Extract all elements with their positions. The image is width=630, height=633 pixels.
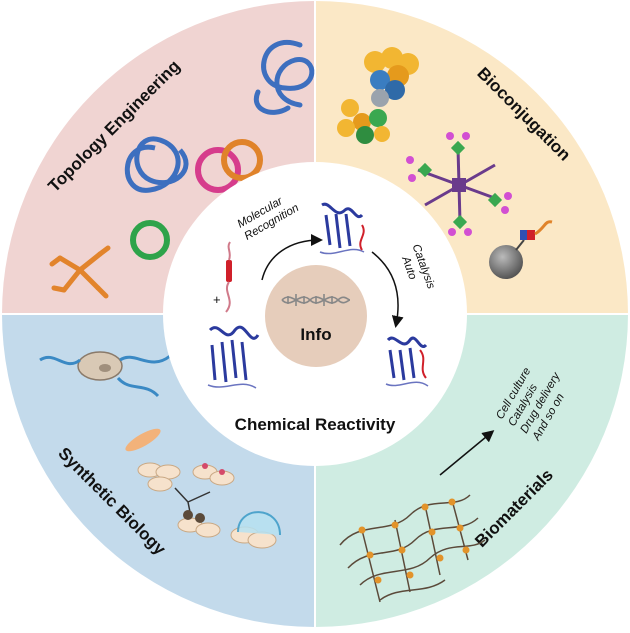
hydrogel-crosslink-dots xyxy=(358,498,470,584)
vesicle-assembly-icon xyxy=(125,428,281,549)
bioconjugation-illustrations xyxy=(337,47,553,279)
branched-conjugate-icon xyxy=(406,132,512,236)
catenane-ring-pink-icon xyxy=(195,147,241,193)
peptide-icon xyxy=(225,241,232,313)
info-label: Info xyxy=(300,325,331,344)
plus-sign: + xyxy=(213,292,221,307)
protein-left-icon xyxy=(207,325,260,389)
synthetic-biology-illustrations xyxy=(39,351,281,549)
protein-top-icon xyxy=(319,202,365,255)
autocatalysis-arrow xyxy=(371,251,404,328)
protein-product-icon xyxy=(385,336,429,387)
cell-dna-icon xyxy=(39,351,171,398)
topology-illustrations xyxy=(49,40,315,299)
nanoparticle-conjugate-icon xyxy=(489,220,553,279)
cyclic-ring-icon xyxy=(130,220,170,260)
recognition-arrow xyxy=(261,234,323,281)
chemical-reactivity-label: Chemical Reactivity xyxy=(235,415,396,434)
info-circle xyxy=(265,265,367,367)
biomaterials-illustrations: Cell culture Catalysis Drug delivery And… xyxy=(339,366,567,603)
blue-trefoil-icon xyxy=(124,136,189,193)
hydrogel-network-icon xyxy=(339,494,486,603)
star-polymer-icon xyxy=(49,245,111,299)
biomaterials-arrow xyxy=(439,430,495,476)
protein-complex-icon xyxy=(337,47,419,144)
dna-helix-icon xyxy=(281,294,351,306)
trefoil-knot-icon xyxy=(253,40,315,115)
catenane-ring-orange-icon xyxy=(221,139,263,181)
